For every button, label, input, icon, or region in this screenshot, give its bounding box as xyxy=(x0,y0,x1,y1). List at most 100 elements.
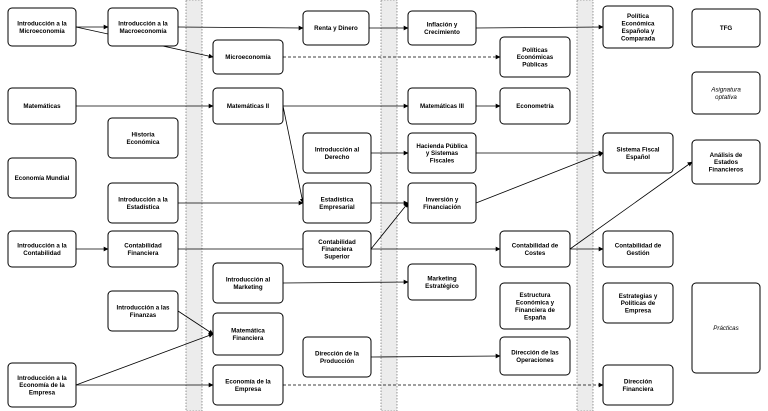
course-box-frame xyxy=(302,230,372,268)
course-label-line: Hacienda Pública xyxy=(416,143,468,150)
course-label-line: Estados xyxy=(714,159,739,166)
course-box-frame xyxy=(7,7,77,47)
prerequisite-arrow-intro_mkt-to-mkt_estrat xyxy=(282,279,409,285)
course-box-frame xyxy=(499,87,571,125)
course-box-frame xyxy=(407,132,477,174)
course-box-frame xyxy=(602,5,674,49)
course-label-line: Introducción a la xyxy=(17,375,67,382)
course-label-line: Financiera xyxy=(233,335,265,342)
course-label-line: Análisis de xyxy=(710,152,743,159)
course-label-line: Dirección de las xyxy=(511,350,559,357)
course-box-frame xyxy=(691,282,761,374)
course-label-line: Sistema Fiscal xyxy=(617,147,660,154)
course-label-line: Dirección xyxy=(624,379,652,386)
course-label-line: Económica xyxy=(621,21,655,28)
course-label-line: Inversión y xyxy=(426,197,459,204)
course-box-frame xyxy=(302,182,372,224)
course-label-line: Contabilidad xyxy=(318,239,356,246)
course-box-frame xyxy=(212,364,284,406)
course-box-frame xyxy=(107,182,179,224)
course-label-line: Asignatura xyxy=(710,87,741,94)
course-label-line: Empresarial xyxy=(319,204,355,211)
course-box-frame xyxy=(302,10,370,46)
course-label-line: Financiera xyxy=(322,246,354,253)
course-label-line: Marketing xyxy=(233,284,262,291)
column-separator-band xyxy=(185,0,203,411)
course-box-frame xyxy=(302,132,372,174)
prerequisite-arrow-intro_finanzas-to-mat_fin xyxy=(177,310,214,335)
column-separator-band xyxy=(576,0,594,411)
course-label-line: Costes xyxy=(525,250,546,257)
course-label-line: optativa xyxy=(715,94,737,101)
course-label-line: Estadística xyxy=(127,204,160,211)
course-label-line: Política xyxy=(627,13,650,20)
course-box-frame xyxy=(107,230,179,268)
course-box-mat2: Matemáticas II xyxy=(212,87,284,125)
course-box-frame xyxy=(602,132,674,174)
course-box-frame xyxy=(7,362,77,408)
course-label-line: Empresa xyxy=(29,390,56,397)
course-box-frame xyxy=(691,71,761,115)
course-label-line: Financiación xyxy=(423,204,461,211)
course-label-line: Economía de la xyxy=(19,382,65,389)
course-label-line: Comparada xyxy=(621,35,656,42)
course-box-frame xyxy=(602,282,674,324)
course-box-frame xyxy=(407,263,477,301)
course-box-frame xyxy=(7,230,77,268)
course-label-line: Macroeconomía xyxy=(119,28,167,35)
course-label-line: Introducción a la xyxy=(118,21,168,28)
course-label-line: Historia xyxy=(131,132,155,139)
course-label-line: Economía de la xyxy=(225,379,271,386)
course-box-frame xyxy=(212,262,284,304)
course-label-line: Derecho xyxy=(325,154,350,161)
course-label-line: Crecimiento xyxy=(424,29,460,36)
course-label-line: Estructura xyxy=(520,292,552,299)
course-box-frame xyxy=(691,8,761,48)
course-label-line: Microeconomía xyxy=(19,28,65,35)
course-label-line: Financiera de xyxy=(515,307,555,314)
course-label-line: Renta y Dinero xyxy=(314,25,358,32)
course-label-line: Financiera xyxy=(623,386,655,393)
course-label-line: Matemáticas III xyxy=(420,103,464,110)
course-label-line: Contabilidad xyxy=(124,243,162,250)
course-label-line: Operaciones xyxy=(516,357,554,364)
course-box-econometria: Econometría xyxy=(499,87,571,125)
course-box-frame xyxy=(7,87,77,125)
course-box-frame xyxy=(499,230,571,268)
prerequisite-arrow-intro_macro-to-renta xyxy=(177,25,304,31)
course-label-line: Española y xyxy=(622,28,655,35)
course-label-line: Económica y xyxy=(516,300,555,307)
course-box-frame xyxy=(107,7,179,47)
course-label-line: Empresa xyxy=(235,386,262,393)
course-label-line: Finanzas xyxy=(130,312,157,319)
course-box-frame xyxy=(499,336,571,376)
course-box-frame xyxy=(302,336,372,378)
course-box-eco-mundial: Economía Mundial xyxy=(7,157,77,199)
course-box-frame xyxy=(407,87,477,125)
prerequisite-arrow-inversion-to-sistema_fiscal xyxy=(475,152,604,204)
course-label-line: Introducción a las xyxy=(117,305,171,312)
course-label-line: Contabilidad xyxy=(23,250,61,257)
course-box-frame xyxy=(212,87,284,125)
course-label-line: Económicas xyxy=(517,54,554,61)
course-box-frame xyxy=(212,312,284,356)
